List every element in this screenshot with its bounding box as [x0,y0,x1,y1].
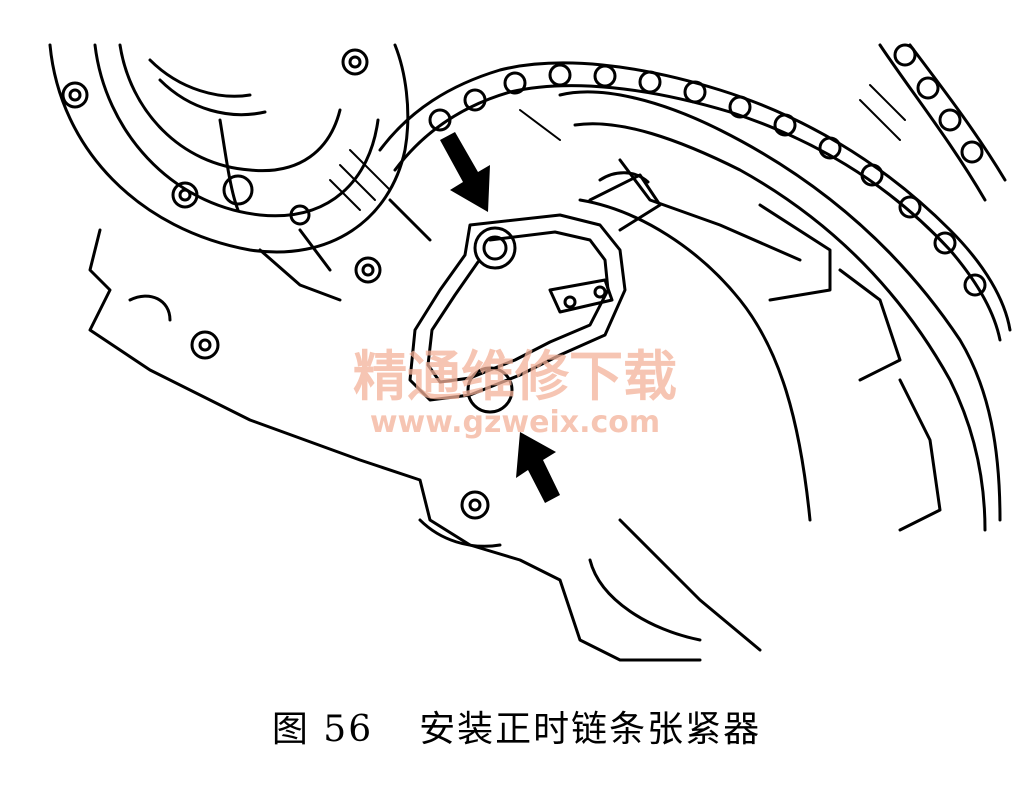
timing-chain [378,43,1012,342]
figure-caption: 图 56 安装正时链条张紧器 [0,700,1033,752]
tensioner-lower-bolt [466,366,514,414]
hatch-lines [329,84,906,211]
lower-arrow [516,432,560,503]
figure-number: 图 56 [271,709,374,750]
chain-guide [558,90,1002,532]
engine-block [88,198,762,662]
figure-title: 安装正时链条张紧器 [419,709,762,750]
watermark-url: www.gzweix.com [370,405,660,440]
chain-tensioner [408,171,662,414]
tensioner-upper-bolt [473,226,517,270]
camshaft-sprocket [48,43,410,254]
watermark-cn: 精通维修下载 [353,345,677,408]
timing-chain-diagram: 精通维修下载 www.gzweix.com [48,43,1012,662]
watermark: 精通维修下载 www.gzweix.com [353,345,677,440]
upper-arrow [440,132,490,212]
